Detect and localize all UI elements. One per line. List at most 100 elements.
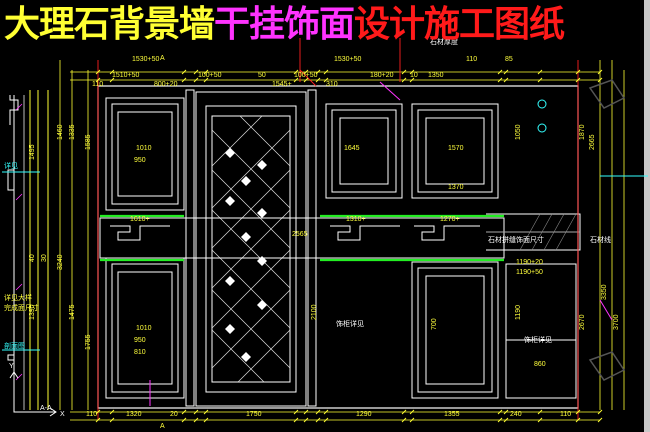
ucs-icon [9, 371, 57, 417]
dimension-tick [401, 417, 407, 423]
dimension-tick [575, 409, 581, 415]
left-note-2: 剖面图 [4, 341, 25, 350]
dimension-tick [503, 77, 509, 83]
note-right: 石材拼缝饰面尺寸 [488, 235, 544, 244]
dimension-tick [109, 69, 115, 75]
dimension-tick [95, 409, 101, 415]
panel-bottom-right [411, 261, 499, 399]
dimension-tick [537, 409, 543, 415]
side-cabinet [505, 263, 577, 399]
section-profile [7, 90, 49, 410]
dim-bot-7: 20 [170, 411, 178, 418]
dimension-tick [293, 409, 299, 415]
dim-bot-8: 860 [534, 361, 546, 368]
center-lattice [211, 115, 291, 383]
dimension-tick [303, 409, 309, 415]
dim-top-8: 85 [505, 56, 513, 63]
dim-right-5: 2670 [579, 314, 586, 330]
dimension-tick [503, 409, 509, 415]
dim-left-1: 1335 [69, 124, 76, 140]
dimension-tick [537, 77, 543, 83]
dimension-tick [315, 417, 321, 423]
dimension-tick [203, 417, 209, 423]
dimension-tick [323, 77, 329, 83]
dim-mid-7: 1270+ [440, 216, 460, 223]
dim-bot-3: 1750 [246, 411, 262, 418]
dimension-text: 1530+50 1510+50 100+50 1545+ 100+50 1530… [29, 56, 620, 418]
dimension-tick [409, 77, 415, 83]
note-stone-thickness: 石材厚度 [430, 37, 458, 46]
dim-top-11: 310 [326, 81, 338, 88]
dim-left-3: 1495 [29, 144, 36, 160]
dimension-tick [575, 417, 581, 423]
note-cabinet2: 饰柜详见 [524, 335, 552, 344]
dim-mid-2: 1610+ [130, 216, 150, 223]
dimension-tick [109, 77, 115, 83]
dimension-tick [303, 417, 309, 423]
right-shelf [486, 213, 581, 251]
dim-mid-0: 1010 [136, 145, 152, 152]
dim-bot-9: 240 [510, 411, 522, 418]
dim-top-10: 110 [92, 81, 103, 88]
dimension-tick [323, 69, 329, 75]
dimension-tick [181, 409, 187, 415]
dimension-tick [503, 69, 509, 75]
dimension-tick [303, 77, 309, 83]
dim-bot-5: 1355 [444, 411, 460, 418]
dim-top-0: 1530+50 [132, 56, 160, 63]
dim-right-7: 2100 [311, 304, 318, 320]
dimension-tick [575, 69, 581, 75]
dimension-tick [109, 417, 115, 423]
note-stone: 石材线 [590, 235, 611, 244]
dim-top-7: 110 [466, 56, 477, 63]
dim-bot-1: 950 [134, 337, 146, 344]
dim-top-6: 180+20 [370, 72, 394, 79]
annotation-text: A A A-A X Y 石材厚度 饰柜详见 饰柜详见 石材拼缝饰面尺寸 石材线 … [4, 37, 611, 430]
note-cabinet: 饰柜详见 [336, 319, 364, 328]
center-column [195, 91, 307, 407]
ucs-y-label: Y [9, 363, 14, 370]
dimension-tick [497, 69, 503, 75]
dim-top-12: 50 [258, 72, 266, 79]
dim-left-7: 1755 [85, 334, 92, 350]
dim-top-2: 100+50 [198, 72, 222, 79]
dimension-tick [401, 69, 407, 75]
dim-right-6: 1190 [515, 305, 522, 320]
dim-mid-4: 1570 [448, 145, 464, 152]
dimension-tick [203, 69, 209, 75]
section-ref-label: A-A [40, 405, 52, 412]
dimension-tick [597, 77, 603, 83]
dim-top-3: 1545+ [272, 81, 292, 88]
dim-bot-11: 110 [560, 411, 571, 418]
dimension-tick [193, 409, 199, 415]
center-diamond-inlays [225, 148, 267, 362]
dimension-tick [293, 69, 299, 75]
title-part-2: 干挂饰面 [214, 3, 355, 45]
dim-top-4: 100+50 [294, 72, 318, 79]
dimension-tick [575, 77, 581, 83]
dimension-tick [95, 69, 101, 75]
dim-left-9: 30 [41, 254, 48, 262]
dimension-tick [497, 409, 503, 415]
dimension-tick [181, 417, 187, 423]
dim-left-0: 1460 [57, 124, 64, 140]
dim-bot-6: 1320 [126, 411, 142, 418]
dimension-tick [401, 77, 407, 83]
section-hatch [15, 103, 23, 381]
dimension-tick [109, 409, 115, 415]
shelf-hatch [519, 213, 577, 251]
dim-bot-0: 1010 [136, 325, 152, 332]
leader-lines [97, 38, 579, 420]
dimension-tick [597, 69, 603, 75]
title-part-1: 大理石背景墙 [4, 3, 215, 45]
dim-top-1: 1510+50 [112, 72, 140, 79]
dimension-tick [497, 417, 503, 423]
dimension-tick [315, 409, 321, 415]
magenta-markers [149, 81, 613, 406]
dim-mid-6: 1645 [344, 145, 360, 152]
dimension-tick [323, 417, 329, 423]
panel-top-right-a [325, 103, 403, 199]
dim-right-2: 2665 [589, 134, 596, 150]
dim-bot-10: 110 [86, 411, 97, 418]
